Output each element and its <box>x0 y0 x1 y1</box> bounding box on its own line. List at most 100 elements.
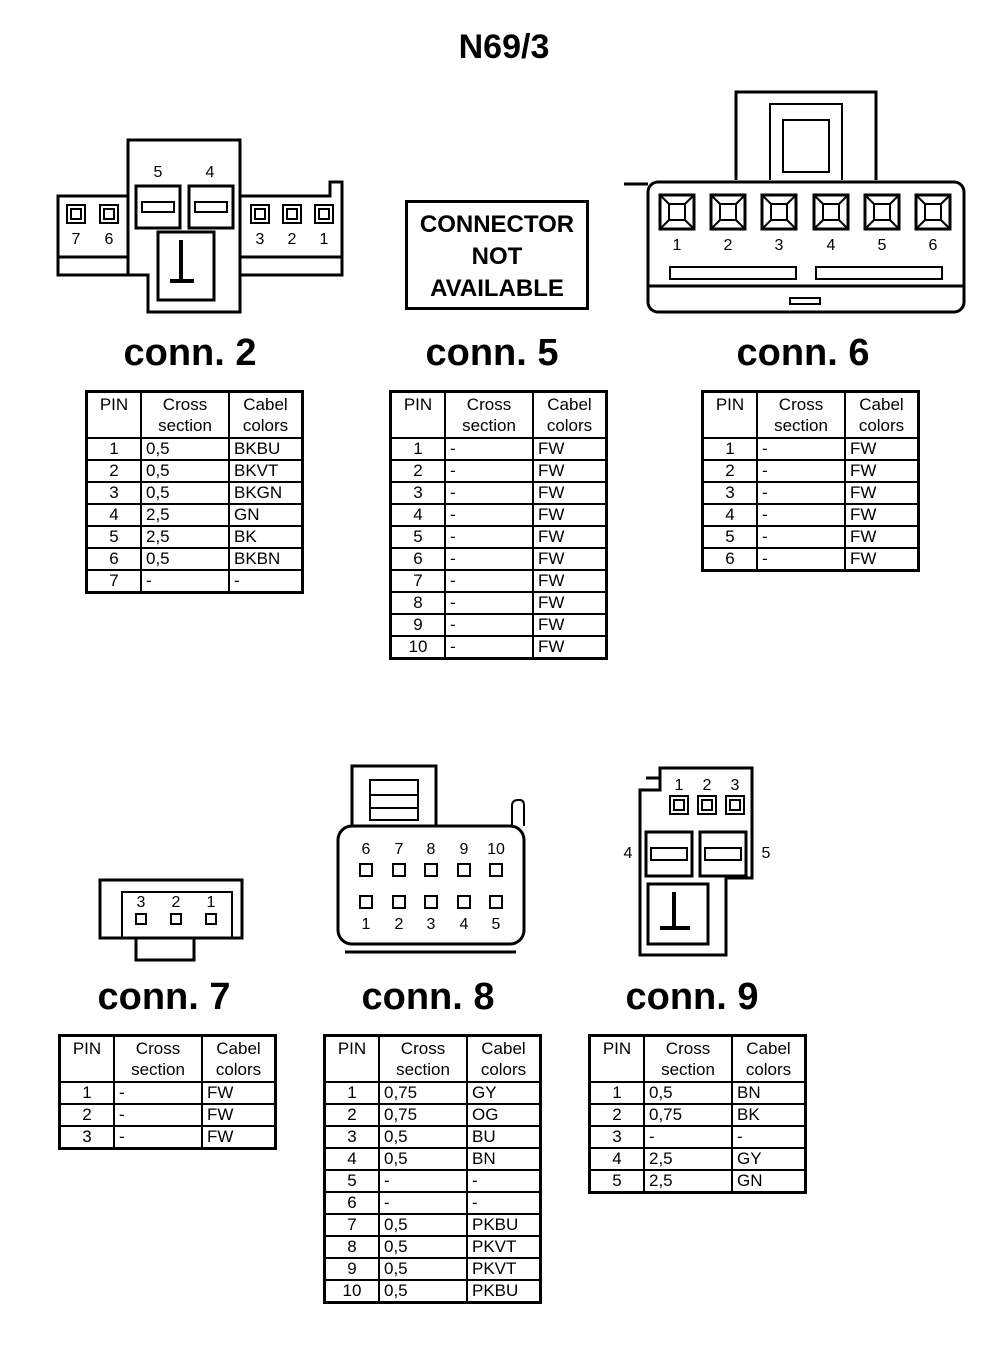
conn7-pin-label: 1 <box>207 894 216 911</box>
table-row: 5-- <box>323 1169 542 1193</box>
cell-pin: 3 <box>701 481 758 505</box>
conn8-pin-label: 8 <box>427 841 436 858</box>
table-row: 8-FW <box>389 591 608 615</box>
header-line: Cabel <box>547 395 592 414</box>
table-row: 5-FW <box>701 525 920 549</box>
header-line: Cross <box>162 395 208 414</box>
cell-cable-color: BK <box>731 1103 807 1127</box>
header-pin: PIN <box>85 390 142 439</box>
conn6-pin-label: 3 <box>775 237 784 254</box>
cell-cross-section: - <box>756 525 846 549</box>
cell-pin: 5 <box>701 525 758 549</box>
cell-pin: 6 <box>323 1191 380 1215</box>
header-line: Cabel <box>243 395 288 414</box>
cell-cross-section: 2,5 <box>140 525 230 549</box>
conn7-pin-label: 3 <box>137 894 146 911</box>
header-pin: PIN <box>58 1034 115 1083</box>
header-pin: PIN <box>701 390 758 439</box>
cell-cable-color: - <box>228 569 304 594</box>
cell-pin: 9 <box>323 1257 380 1281</box>
conn8-pin <box>489 895 503 909</box>
header-line: section <box>462 416 516 435</box>
conn8-pin <box>392 895 406 909</box>
header-pin: PIN <box>588 1034 645 1083</box>
cell-cross-section: - <box>444 503 534 527</box>
cell-pin: 6 <box>389 547 446 571</box>
cell-cable-color: FW <box>844 503 920 527</box>
cell-pin: 2 <box>58 1103 115 1127</box>
cell-cross-section: - <box>378 1191 468 1215</box>
cell-cable-color: FW <box>532 503 608 527</box>
cell-cable-color: PKBU <box>466 1279 542 1304</box>
cell-cable-color: - <box>466 1191 542 1215</box>
cell-cross-section: - <box>444 547 534 571</box>
cell-pin: 8 <box>389 591 446 615</box>
cell-cable-color: FW <box>532 569 608 593</box>
cell-pin: 9 <box>389 613 446 637</box>
header-line: colors <box>745 1060 792 1079</box>
header-line: section <box>661 1060 715 1079</box>
header-line: section <box>131 1060 185 1079</box>
cell-cross-section: - <box>756 437 846 461</box>
cell-cross-section: 2,5 <box>643 1147 733 1171</box>
conn8-pin <box>392 863 406 877</box>
cell-cable-color: FW <box>844 437 920 461</box>
conn2-drawing <box>56 138 344 314</box>
cell-pin: 1 <box>323 1081 380 1105</box>
cell-cross-section: 0,5 <box>378 1213 468 1237</box>
table-row: 3-- <box>588 1125 807 1149</box>
header-line: Cabel <box>859 395 904 414</box>
table-row: 2-FW <box>389 459 608 483</box>
cell-cable-color: FW <box>844 459 920 483</box>
page-title: N69/3 <box>458 28 550 66</box>
cell-cross-section: - <box>756 503 846 527</box>
cell-cross-section: 0,5 <box>378 1279 468 1304</box>
table-row: 1-FW <box>389 437 608 461</box>
header-pin: PIN <box>323 1034 380 1083</box>
conn2-pin-label: 3 <box>256 231 265 248</box>
cell-cross-section: 0,5 <box>378 1125 468 1149</box>
conn8-label: conn. 8 <box>361 976 495 1018</box>
conn2-pin-label: 2 <box>288 231 297 248</box>
cell-pin: 2 <box>701 459 758 483</box>
table-row: 2-FW <box>701 459 920 483</box>
cell-pin: 1 <box>58 1081 115 1105</box>
header-pin: PIN <box>389 390 446 439</box>
table-row: 4-FW <box>701 503 920 527</box>
conn8-pin <box>457 863 471 877</box>
cell-cross-section: - <box>444 635 534 660</box>
cell-cable-color: FW <box>201 1103 277 1127</box>
conn6-pin-label: 1 <box>673 237 682 254</box>
cell-cable-color: BN <box>731 1081 807 1105</box>
cell-pin: 5 <box>323 1169 380 1193</box>
conn2-pin-label: 1 <box>320 231 329 248</box>
cell-cross-section: 0,75 <box>378 1103 468 1127</box>
cell-pin: 1 <box>85 437 142 461</box>
cell-cross-section: 2,5 <box>140 503 230 527</box>
cell-cable-color: FW <box>532 547 608 571</box>
cell-cross-section: 2,5 <box>643 1169 733 1194</box>
cell-pin: 2 <box>389 459 446 483</box>
cell-cross-section: - <box>444 613 534 637</box>
table-row: 6-- <box>323 1191 542 1215</box>
table-row: 7-- <box>85 569 304 594</box>
cell-pin: 6 <box>85 547 142 571</box>
cell-pin: 2 <box>588 1103 645 1127</box>
